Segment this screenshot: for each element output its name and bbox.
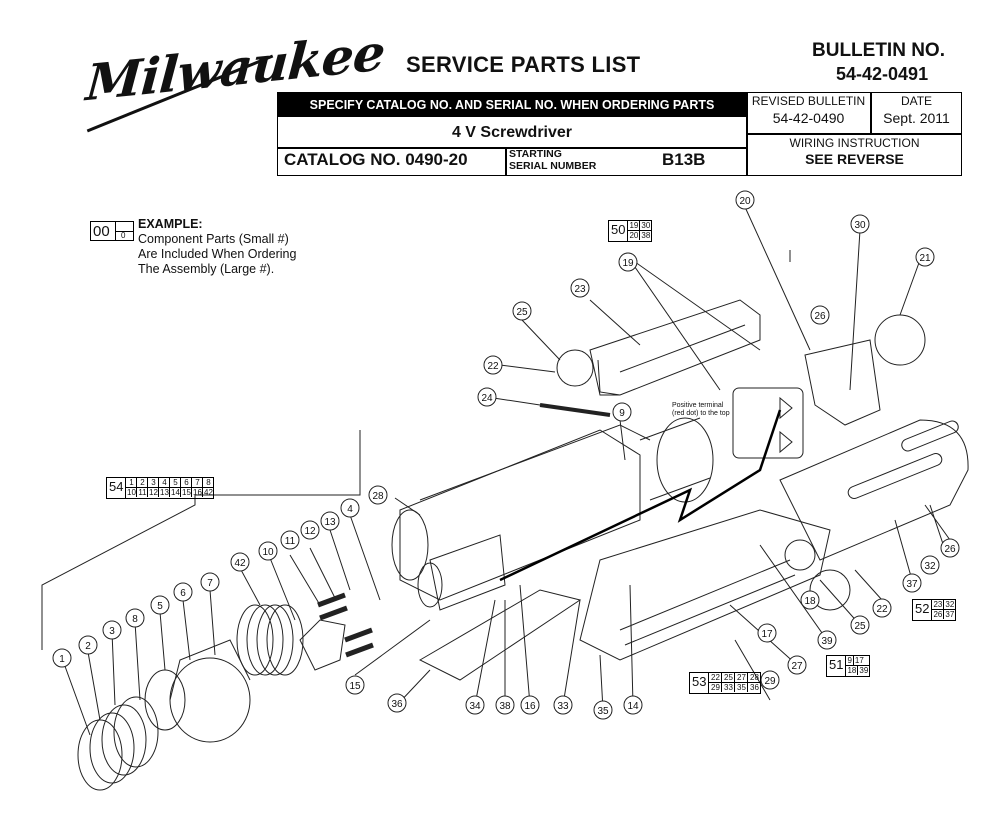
part-label: 7 <box>207 578 213 589</box>
part-label: 38 <box>499 701 511 712</box>
part-label: 9 <box>619 408 625 419</box>
example-text: EXAMPLE: Component Parts (Small #) Are I… <box>138 217 297 276</box>
part-label: 5 <box>157 601 163 612</box>
starting-serial-label: STARTING SERIAL NUMBER <box>509 148 597 172</box>
part-label: 34 <box>469 701 481 712</box>
part-label: 3 <box>109 626 115 637</box>
belt-clip <box>418 589 582 681</box>
part-label: 33 <box>557 701 569 712</box>
front-plate <box>809 569 851 611</box>
pin <box>539 403 611 417</box>
revised-label: REVISED BULLETIN <box>751 94 866 108</box>
end-cap-plate <box>556 349 594 387</box>
part-label: 22 <box>876 604 888 615</box>
spindle-assembly <box>429 534 506 611</box>
part-label: 29 <box>764 676 776 687</box>
part-label: 32 <box>924 561 936 572</box>
serial-number: B13B <box>662 150 706 169</box>
part-label: 35 <box>597 706 609 717</box>
part-label: 36 <box>391 699 403 710</box>
bulletin-label: BULLETIN NO. <box>812 40 945 61</box>
part-label: 26 <box>944 544 956 555</box>
example-box: 00 0 <box>90 221 134 241</box>
part-label: 6 <box>180 588 186 599</box>
pins <box>317 592 374 658</box>
catalog-number: CATALOG NO. 0490-20 <box>284 150 468 169</box>
clutch-ring <box>169 657 251 743</box>
part-label: 37 <box>906 579 918 590</box>
part-label: 23 <box>574 284 586 295</box>
part-label: 16 <box>524 701 536 712</box>
part-label: 28 <box>372 491 384 502</box>
date-value: Sept. 2011 <box>883 110 950 126</box>
part-label: 12 <box>304 526 316 537</box>
part-label: 15 <box>349 681 361 692</box>
part-label: 39 <box>821 636 833 647</box>
housing-top-half <box>589 299 761 396</box>
switch-module <box>732 387 804 459</box>
part-label: 42 <box>234 558 246 569</box>
end-plate <box>874 314 926 366</box>
part-label: 19 <box>622 258 634 269</box>
terminal-note: (red dot) to the top <box>672 410 730 417</box>
gear-case-front <box>391 509 429 581</box>
part-label: 24 <box>481 393 493 404</box>
product-name: 4 V Screwdriver <box>451 123 573 141</box>
gear-case-half <box>399 429 641 601</box>
retaining-ring-plate <box>299 619 346 671</box>
part-label: 17 <box>761 629 773 640</box>
part-label: 27 <box>791 661 803 672</box>
part-label: 2 <box>85 641 91 652</box>
part-label: 1 <box>59 654 65 665</box>
part-label: 4 <box>347 504 353 515</box>
outer-housing <box>779 419 969 561</box>
page-title: SERVICE PARTS LIST <box>406 52 641 77</box>
part-label: 18 <box>804 596 816 607</box>
part-label: 25 <box>854 621 866 632</box>
kit-box-54: 54 1 2 3 4 5 6 7 8 10 11 12 13 14 15 16 … <box>106 477 215 499</box>
part-label: 20 <box>739 196 751 207</box>
part-label: 11 <box>285 536 296 547</box>
collar <box>144 669 186 731</box>
revised-number: 54-42-0490 <box>772 110 845 126</box>
spring <box>236 604 304 676</box>
wiring-value: SEE REVERSE <box>805 151 904 167</box>
wiring-label: WIRING INSTRUCTION <box>789 136 920 150</box>
kit-54-bracket <box>41 430 361 650</box>
part-label: 13 <box>324 517 336 528</box>
pcb <box>804 339 881 426</box>
bulletin-number: 54-42-0491 <box>836 64 929 84</box>
date-label: DATE <box>900 94 933 108</box>
lower-housing <box>579 509 831 661</box>
wire <box>499 409 782 582</box>
part-label: 22 <box>487 361 499 372</box>
kit-box-53: 53 22 25 27 28 29 33 35 36 <box>689 672 762 694</box>
nosepiece <box>77 696 159 791</box>
specify-banner: SPECIFY CATALOG NO. AND SERIAL NO. WHEN … <box>278 93 746 117</box>
part-label: 10 <box>262 547 274 558</box>
terminal-note: Positive terminal <box>672 402 724 409</box>
part-label: 14 <box>627 701 639 712</box>
part-label: 25 <box>516 307 528 318</box>
part-label: 8 <box>132 614 138 625</box>
part-label: 26 <box>814 311 826 322</box>
part-label: 21 <box>919 253 931 264</box>
part-label: 30 <box>854 220 866 231</box>
